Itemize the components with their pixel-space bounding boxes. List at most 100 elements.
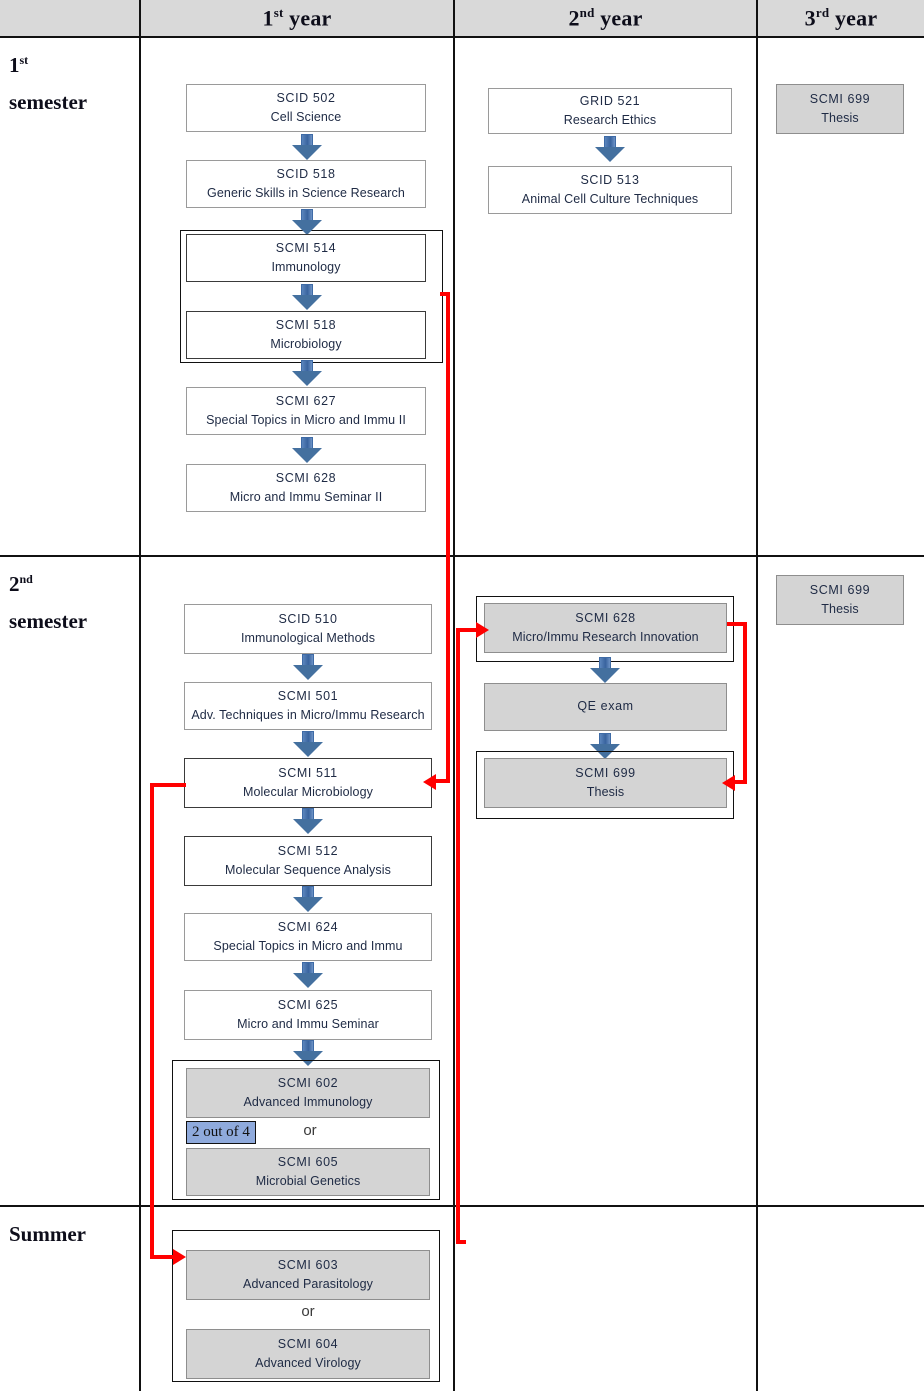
flow-arrow-down-icon <box>595 136 625 162</box>
flow-arrow-down-icon <box>292 437 322 463</box>
header-year-2: 2nd year <box>455 0 758 38</box>
course-code: QE exam <box>577 699 634 714</box>
connector-core-to-511-vertical <box>446 292 450 781</box>
flow-arrow-down-icon <box>293 654 323 680</box>
flow-arrow-down-icon <box>292 360 322 386</box>
connector-511-to-603-vertical <box>150 783 154 1259</box>
course-code: SCMI 628 <box>275 470 337 485</box>
course-box-scmi-627[interactable]: SCMI 627 Special Topics in Micro and Imm… <box>186 387 426 435</box>
course-code: SCMI 511 <box>278 765 338 780</box>
course-box-qe-exam[interactable]: QE exam <box>484 683 727 731</box>
course-name: Generic Skills in Science Research <box>207 186 405 200</box>
course-name: Cell Science <box>270 110 342 124</box>
course-code: SCMI 627 <box>275 393 337 408</box>
course-box-scmi-511[interactable]: SCMI 511 Molecular Microbiology <box>184 758 432 808</box>
course-box-scmi-602[interactable]: SCMI 602 Advanced Immunology <box>186 1068 430 1118</box>
course-box-scmi-628-innovation[interactable]: SCMI 628 Micro/Immu Research Innovation <box>484 603 727 653</box>
course-box-scid-513[interactable]: SCID 513 Animal Cell Culture Techniques <box>488 166 732 214</box>
header-year-3-label: 3rd year <box>804 4 878 31</box>
course-code: SCMI 699 <box>809 91 871 106</box>
course-name: Micro and Immu Seminar II <box>229 490 383 504</box>
course-code: SCMI 514 <box>275 240 337 255</box>
course-code: SCID 513 <box>580 172 640 187</box>
or-separator-label-1: or <box>303 1122 317 1139</box>
course-code: SCMI 518 <box>275 317 337 332</box>
flow-arrow-down-icon <box>293 1040 323 1066</box>
course-box-scmi-699-y3s2[interactable]: SCMI 699 Thesis <box>776 575 904 625</box>
header-year-3: 3rd year <box>758 0 924 38</box>
connector-628-to-699-top <box>727 622 747 626</box>
flow-arrow-down-icon <box>292 209 322 235</box>
course-box-scmi-604[interactable]: SCMI 604 Advanced Virology <box>186 1329 430 1379</box>
row-label-summer: Summer <box>0 1207 141 1391</box>
course-box-scmi-501[interactable]: SCMI 501 Adv. Techniques in Micro/Immu R… <box>184 682 432 730</box>
course-name: Molecular Microbiology <box>242 785 374 799</box>
course-code: SCID 518 <box>276 166 336 181</box>
course-name: Adv. Techniques in Micro/Immu Research <box>191 708 425 722</box>
cell-y1-summer <box>141 1207 455 1391</box>
course-code: SCID 510 <box>278 611 338 626</box>
header-year-1-label: 1st year <box>262 4 332 31</box>
course-code: SCMI 604 <box>277 1336 339 1351</box>
course-name: Thesis <box>821 111 859 125</box>
connector-summer-to-628-vertical <box>456 628 460 1244</box>
flow-arrow-down-icon <box>293 731 323 757</box>
cell-y3-s1 <box>758 38 924 557</box>
connector-summer-to-628-bottom <box>456 1240 466 1244</box>
course-box-scmi-512[interactable]: SCMI 512 Molecular Sequence Analysis <box>184 836 432 886</box>
connector-core-to-511-top <box>440 292 450 296</box>
course-box-scmi-603[interactable]: SCMI 603 Advanced Parasitology <box>186 1250 430 1300</box>
cell-y2-s2 <box>455 557 758 1207</box>
course-box-scmi-699-y2s2[interactable]: SCMI 699 Thesis <box>484 758 727 808</box>
course-box-scmi-518[interactable]: SCMI 518 Microbiology <box>186 311 426 359</box>
flow-arrow-down-icon <box>292 284 322 310</box>
header-corner <box>0 0 141 38</box>
flow-arrow-down-icon <box>293 808 323 834</box>
course-name: Research Ethics <box>563 113 657 127</box>
cell-y1-s2 <box>141 557 455 1207</box>
cell-y1-s1 <box>141 38 455 557</box>
connector-628-to-699-vertical <box>743 622 747 784</box>
course-code: GRID 521 <box>579 93 641 108</box>
flow-arrow-down-icon <box>590 733 620 759</box>
course-code: SCMI 699 <box>809 582 871 597</box>
flow-arrow-down-icon <box>590 657 620 683</box>
connector-arrowhead-to-699-icon <box>722 775 735 791</box>
course-box-scid-518[interactable]: SCID 518 Generic Skills in Science Resea… <box>186 160 426 208</box>
course-name: Thesis <box>821 602 859 616</box>
course-name: Immunological Methods <box>240 631 376 645</box>
flow-arrow-down-icon <box>292 134 322 160</box>
course-name: Microbial Genetics <box>255 1174 361 1188</box>
flow-arrow-down-icon <box>293 886 323 912</box>
connector-511-to-603-top <box>150 783 186 787</box>
course-code: SCID 502 <box>276 90 336 105</box>
connector-arrowhead-to-628-icon <box>476 622 489 638</box>
connector-511-to-603-bottom <box>150 1255 176 1259</box>
course-code: SCMI 501 <box>277 688 339 703</box>
course-box-scid-510[interactable]: SCID 510 Immunological Methods <box>184 604 432 654</box>
cell-y3-summer <box>758 1207 924 1391</box>
course-box-scid-502[interactable]: SCID 502 Cell Science <box>186 84 426 132</box>
course-box-grid-521[interactable]: GRID 521 Research Ethics <box>488 88 732 134</box>
connector-628-to-699-bottom <box>733 780 747 784</box>
cell-y2-summer <box>455 1207 758 1391</box>
course-box-scmi-624[interactable]: SCMI 624 Special Topics in Micro and Imm… <box>184 913 432 961</box>
or-separator-label-2: or <box>301 1303 315 1320</box>
course-box-scmi-625[interactable]: SCMI 625 Micro and Immu Seminar <box>184 990 432 1040</box>
course-name: Special Topics in Micro and Immu II <box>206 413 406 427</box>
header-year-2-label: 2nd year <box>568 4 643 31</box>
cell-y3-s2 <box>758 557 924 1207</box>
course-box-scmi-605[interactable]: SCMI 605 Microbial Genetics <box>186 1148 430 1196</box>
header-year-1: 1st year <box>141 0 455 38</box>
course-code: SCMI 625 <box>277 997 339 1012</box>
course-name: Animal Cell Culture Techniques <box>521 192 699 206</box>
course-name: Thesis <box>586 785 625 799</box>
connector-core-to-511-bottom <box>434 779 450 783</box>
course-box-scmi-628-sem2[interactable]: SCMI 628 Micro and Immu Seminar II <box>186 464 426 512</box>
course-box-scmi-514[interactable]: SCMI 514 Immunology <box>186 234 426 282</box>
course-name: Advanced Virology <box>255 1356 361 1370</box>
course-box-scmi-699-y3s1[interactable]: SCMI 699 Thesis <box>776 84 904 134</box>
